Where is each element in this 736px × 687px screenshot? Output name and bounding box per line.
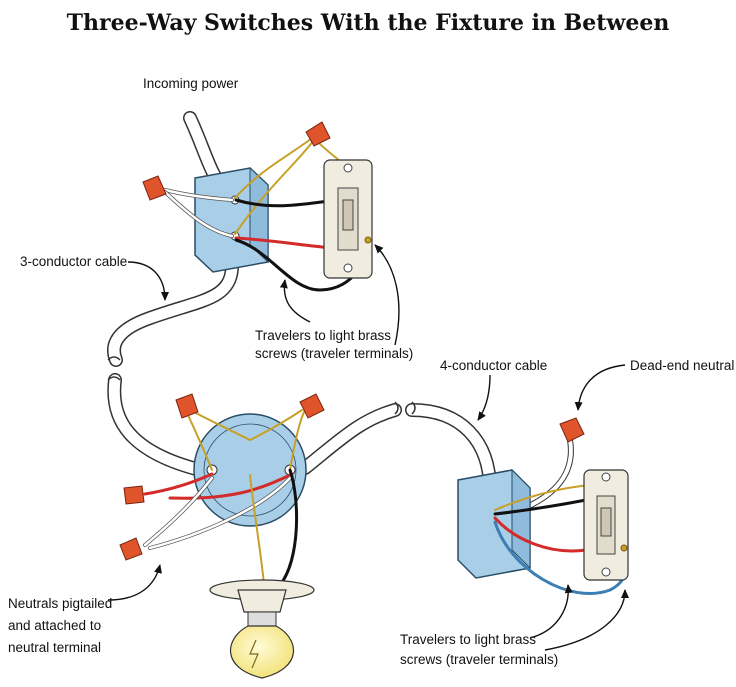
label-neutrals-line1: Neutrals pigtailed — [8, 596, 112, 611]
three-way-switch-right — [583, 469, 629, 581]
wire-nut-ceiling-neutral — [119, 537, 143, 561]
light-bulb-icon — [209, 579, 315, 679]
three-way-switch-top — [323, 159, 373, 279]
wire-nut-top-right — [305, 121, 331, 147]
label-travelers-bottom-line2: screws (traveler terminals) — [400, 652, 558, 667]
label-4-conductor-cable: 4-conductor cable — [440, 358, 547, 373]
switch-box-top — [194, 166, 269, 273]
switch-box-right — [457, 468, 531, 579]
diagram-title: Three-Way Switches With the Fixture in B… — [67, 10, 670, 36]
wire-nut-ceiling-top-left — [175, 393, 199, 419]
wire-nut-dead-end — [559, 417, 585, 443]
label-neutrals-line2: and attached to — [8, 618, 101, 633]
label-neutrals-line3: neutral terminal — [8, 640, 101, 655]
ceiling-box — [193, 413, 307, 527]
ceiling-box-wires — [143, 407, 306, 587]
wire-nut-top-left — [142, 175, 167, 201]
top-box-neutral-wires — [163, 188, 234, 238]
wire-nut-ceiling-red — [123, 485, 145, 505]
label-dead-end-neutral: Dead-end neutral — [630, 358, 734, 373]
label-3-conductor-cable: 3-conductor cable — [20, 254, 127, 269]
wire-nut-ceiling-top-right — [299, 393, 325, 419]
callout-arrows — [107, 244, 629, 651]
label-travelers-top-line2: screws (traveler terminals) — [255, 346, 413, 361]
label-incoming-power: Incoming power — [143, 76, 239, 91]
label-travelers-top-line1: Travelers to light brass — [255, 328, 391, 343]
label-travelers-bottom-line1: Travelers to light brass — [400, 632, 536, 647]
